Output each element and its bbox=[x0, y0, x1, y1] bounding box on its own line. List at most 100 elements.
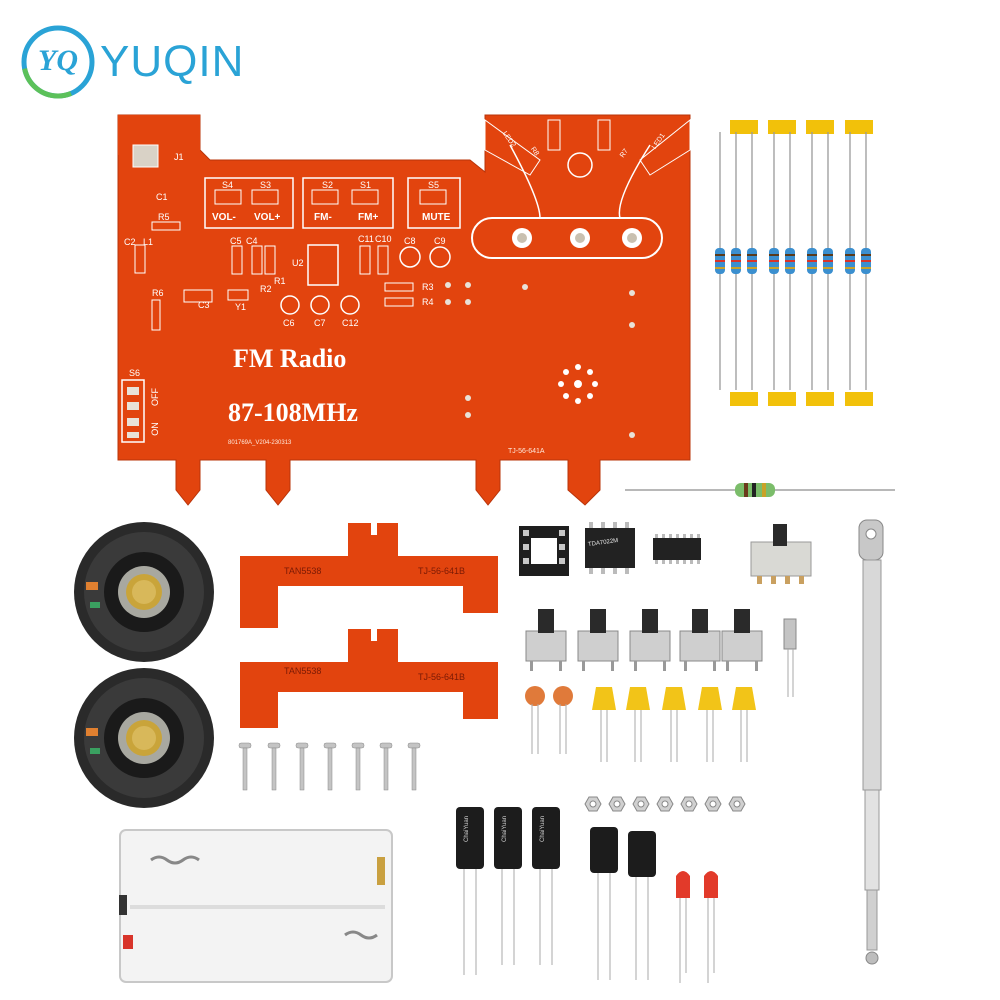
screw-icon bbox=[351, 742, 365, 791]
cap-brand-1: ChaiYuan bbox=[464, 815, 471, 843]
ceramic-capacitors bbox=[525, 686, 756, 762]
screw-icon bbox=[295, 742, 309, 791]
inductor bbox=[625, 483, 895, 497]
ref-s1: S1 bbox=[360, 180, 372, 190]
ref-c9: C9 bbox=[434, 236, 446, 246]
pcb-title: FM Radio bbox=[233, 344, 347, 373]
ref-c11: C11 bbox=[358, 234, 374, 244]
brand-name: YUQIN bbox=[100, 37, 245, 86]
ceramic-cap-icon bbox=[525, 686, 545, 754]
ref-c7: C7 bbox=[314, 318, 326, 328]
tact-button-icon bbox=[629, 609, 671, 671]
tact-button-icon bbox=[721, 609, 763, 671]
antenna-icon bbox=[858, 519, 884, 965]
ref-r4: R4 bbox=[422, 297, 434, 307]
ref-y1: Y1 bbox=[235, 302, 247, 312]
ref-s4: S4 bbox=[222, 180, 234, 190]
cap-brand-3: ChaiYuan bbox=[540, 815, 547, 843]
electrolytic-cap-icon bbox=[494, 807, 522, 965]
ref-c12: C12 bbox=[342, 318, 359, 328]
bracket-label-bottom: TAN5538 bbox=[284, 666, 322, 676]
ref-s5: S5 bbox=[428, 180, 440, 190]
nut-icon bbox=[632, 796, 650, 812]
pcb-part-number: TJ-56-641A bbox=[508, 448, 545, 455]
tact-button-icon bbox=[577, 609, 619, 671]
telescopic-antenna bbox=[858, 519, 884, 965]
ref-j1: J1 bbox=[174, 152, 184, 162]
ref-l1: L1 bbox=[143, 237, 154, 247]
bracket-label-top: TAN5538 bbox=[284, 566, 322, 576]
tact-button-icon bbox=[679, 609, 721, 671]
dip-ic-icon bbox=[585, 522, 635, 574]
logo-monogram: YQ bbox=[38, 44, 78, 77]
switch-on-label: ON bbox=[149, 422, 160, 436]
nuts bbox=[584, 796, 746, 812]
tact-buttons bbox=[525, 609, 797, 697]
ref-s2: S2 bbox=[322, 180, 334, 190]
red-led-icon bbox=[704, 871, 718, 983]
electrolytic-cap-icon bbox=[590, 827, 618, 980]
ref-r1: R1 bbox=[274, 276, 286, 286]
tact-button-icon bbox=[525, 609, 567, 671]
speaker-icon bbox=[74, 668, 214, 808]
ref-c6: C6 bbox=[283, 318, 295, 328]
nut-icon bbox=[704, 796, 722, 812]
bracket-part-bottom: TJ-56-641B bbox=[418, 672, 466, 682]
ref-c4: C4 bbox=[246, 236, 258, 246]
ic-socket-icon bbox=[519, 526, 569, 576]
ref-c10: C10 bbox=[375, 234, 392, 244]
resistor-set bbox=[715, 120, 873, 406]
logo-circle-icon bbox=[21, 25, 95, 99]
ref-c5: C5 bbox=[230, 236, 242, 246]
screw-icon bbox=[407, 742, 421, 791]
mono-cap-icon bbox=[732, 687, 756, 710]
label-fm-minus: FM- bbox=[314, 212, 332, 223]
nut-icon bbox=[728, 796, 746, 812]
bracket-part-top: TJ-56-641B bbox=[418, 566, 466, 576]
battery-holder bbox=[119, 829, 393, 983]
mono-cap-icon bbox=[592, 687, 616, 710]
label-vol-minus: VOL- bbox=[212, 212, 236, 223]
ic-parts bbox=[519, 522, 812, 584]
bracket-icon bbox=[240, 523, 498, 628]
label-mute: MUTE bbox=[422, 212, 451, 223]
slide-switch-icon bbox=[750, 524, 812, 584]
label-fm-plus: FM+ bbox=[358, 212, 379, 223]
ref-s3: S3 bbox=[260, 180, 272, 190]
nut-icon bbox=[584, 796, 602, 812]
screws bbox=[238, 742, 421, 791]
ceramic-cap-icon bbox=[553, 686, 573, 754]
nut-icon bbox=[656, 796, 674, 812]
ref-c3: C3 bbox=[198, 300, 210, 310]
brand-logo: YQ bbox=[18, 22, 98, 102]
electrolytic-cap-icon bbox=[532, 807, 560, 965]
speaker-icon bbox=[74, 522, 214, 662]
leds bbox=[676, 871, 718, 983]
electrolytic-cap-icon bbox=[628, 831, 656, 980]
pcb-band: 87-108MHz bbox=[228, 398, 358, 427]
smd-ic-icon bbox=[653, 534, 701, 564]
pcb-serial: 801769A_V204-230313 bbox=[228, 440, 292, 446]
ref-r5: R5 bbox=[158, 212, 170, 222]
screw-icon bbox=[379, 742, 393, 791]
mono-cap-icon bbox=[662, 687, 686, 710]
electrolytic-cap-icon bbox=[456, 807, 484, 975]
electrolytic-capacitors bbox=[456, 807, 656, 980]
switch-off-label: OFF bbox=[150, 388, 160, 406]
ref-c8: C8 bbox=[404, 236, 416, 246]
ref-c1: C1 bbox=[156, 192, 168, 202]
paper-tape-top-icon bbox=[730, 120, 873, 134]
ref-c2: C2 bbox=[124, 237, 136, 247]
cap-brand-2: ChaiYuan bbox=[502, 815, 509, 843]
ref-r2: R2 bbox=[260, 284, 272, 294]
label-vol-plus: VOL+ bbox=[254, 212, 281, 223]
crystal-icon bbox=[783, 618, 797, 697]
speakers bbox=[74, 522, 214, 808]
screw-icon bbox=[238, 742, 252, 791]
paper-tape-bottom-icon bbox=[730, 392, 873, 406]
brackets bbox=[240, 523, 498, 728]
mono-cap-icon bbox=[698, 687, 722, 710]
battery-holder-icon bbox=[119, 829, 393, 983]
ref-r3: R3 bbox=[422, 282, 434, 292]
